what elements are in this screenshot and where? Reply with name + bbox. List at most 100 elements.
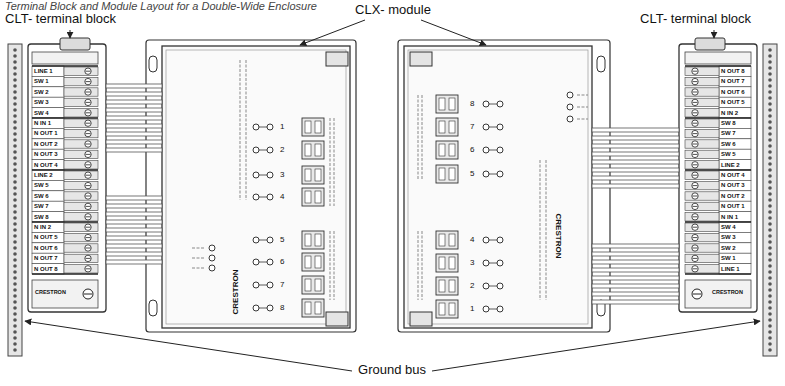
terminal-slot [64,202,98,210]
terminal-slot [64,265,98,273]
plug-pin [305,279,311,291]
bus-hole [768,318,772,322]
wire [106,260,162,264]
terminal-slot [685,223,719,231]
screw-slot [693,206,698,207]
screw-slot [86,123,91,124]
screw-slot [84,294,92,295]
bus-hole [13,210,17,214]
bus-hole [768,306,772,310]
bus-hole [13,264,17,268]
fine-print [577,94,588,95]
plug-pin [439,280,445,292]
plug-pin [305,191,311,203]
terminal-slot [64,77,98,85]
fine-print [422,231,423,300]
terminal-slot [685,88,719,96]
bus-hole [13,150,17,154]
terminal-slot [64,233,98,241]
terminal-slot [64,161,98,169]
leader-arrow [70,30,71,38]
plug-pin [439,303,445,315]
label-cell [719,201,751,211]
terminal-name: SW 2 [719,243,751,253]
channel-number: 1 [280,122,284,131]
terminal-name: N IN 1 [719,212,751,222]
led [497,260,503,266]
terminal-name: SW 6 [32,191,64,201]
channel-number: 2 [280,145,284,154]
terminal-name: SW 6 [719,139,751,149]
bus-hole [13,72,17,76]
label-cell [32,139,64,149]
screw-slot [693,112,698,113]
led [483,306,489,312]
terminal-screw [85,193,91,199]
led [253,282,259,288]
fine-print [192,257,205,258]
bus-hole [13,246,17,250]
terminal-name: N OUT 1 [32,128,64,138]
wire [106,108,162,112]
screw-slot [693,196,698,197]
plug-pin [305,234,311,246]
bus-hole [768,96,772,100]
bus-hole [768,150,772,154]
label-cell [32,180,64,190]
bus-hole [13,288,17,292]
plug-pin [305,121,311,133]
plug-pin [315,169,321,181]
label-cell [32,87,64,97]
callout-label: CLT- terminal block [640,12,751,27]
screw-slot [86,196,91,197]
terminal-screw [692,255,698,261]
bus-hole [768,132,772,136]
bus-hole [768,264,772,268]
terminal-screw [85,89,91,95]
label-cell [719,139,751,149]
screw-slot [86,102,91,103]
terminal-slot [64,171,98,179]
label-cell [719,232,751,242]
label-cell [719,66,751,76]
bus-hole [13,60,17,64]
bus-hole [768,186,772,190]
label-cell [719,264,751,274]
plug-pin [305,144,311,156]
screw-slot [693,216,698,217]
bus-hole [768,270,772,274]
channel-number: 3 [470,258,474,267]
bus-hole [768,78,772,82]
bus-hole [13,336,17,340]
led [253,172,259,178]
led [253,259,259,265]
terminal-screw [692,141,698,147]
terminal-slot [64,150,98,158]
screw-slot [86,81,91,82]
channel-number: 7 [280,280,284,289]
led [267,124,273,130]
led [483,260,489,266]
bus-hole [768,252,772,256]
wire [592,268,679,272]
terminal-screw [85,78,91,84]
bus-hole [768,102,772,106]
screw-slot [693,185,698,186]
bus-hole [13,252,17,256]
screw-slot [86,216,91,217]
status-led [209,255,215,261]
bus-hole [768,348,772,352]
bus-hole [13,114,17,118]
wire [106,244,162,248]
terminal-slot [685,254,719,262]
terminal-name: SW 8 [719,118,751,128]
terminal-slot [685,109,719,117]
label-cell [32,201,64,211]
bus-hole [13,84,17,88]
terminal-screw [692,193,698,199]
label-cell [32,66,64,76]
bus-hole [768,288,772,292]
bus-hole [768,168,772,172]
wire [592,136,679,140]
terminal-slot [685,181,719,189]
